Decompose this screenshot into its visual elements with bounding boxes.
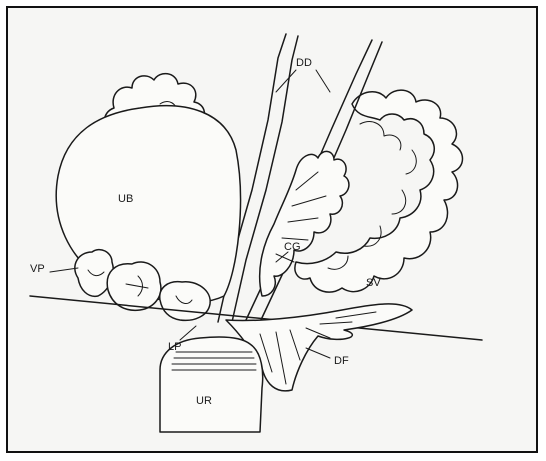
label-ur: UR xyxy=(196,395,212,407)
label-sv: SV xyxy=(366,277,381,289)
label-vp: VP xyxy=(30,263,45,275)
lp-leader xyxy=(180,326,196,340)
vp-leader xyxy=(50,268,78,272)
dd-leader-right xyxy=(316,70,330,92)
dd-leader-left xyxy=(276,70,296,92)
label-ub: UB xyxy=(118,193,133,205)
label-dd: DD xyxy=(296,57,312,69)
label-lp: LP xyxy=(168,341,181,353)
label-cg: CG xyxy=(284,241,301,253)
df-leader xyxy=(306,348,330,358)
label-df: DF xyxy=(334,355,349,367)
prostate-lobe-middle xyxy=(107,262,161,310)
prostate-lobe-right xyxy=(160,282,210,321)
